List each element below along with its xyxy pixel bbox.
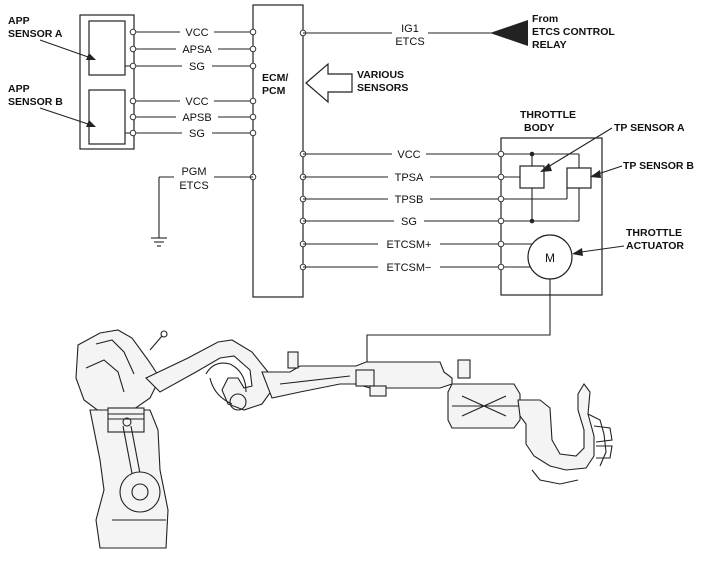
tp-sensor-a-element <box>519 165 545 189</box>
relay-label-line1: From <box>532 13 558 25</box>
motor-symbol: M <box>545 251 555 265</box>
engine-intake-illustration <box>75 329 613 549</box>
tp-sensor-a-arrowhead <box>540 163 552 172</box>
wire-label-tpsb: TPSB <box>395 194 424 206</box>
various-sensors-label-line1: VARIOUS <box>357 69 404 81</box>
ecm-pcm-box <box>252 4 304 298</box>
ecm-label-line1: ECM/ <box>262 72 288 84</box>
various-sensors-arrow <box>305 62 353 104</box>
relay-label-line2: ETCS CONTROL <box>532 26 615 38</box>
tp-sensor-internal-wiring <box>529 151 580 224</box>
throttle-wire-labels: VCC TPSA TPSB SG ETCSM+ ETCSM− <box>378 147 440 274</box>
throttle-actuator-label-line1: THROTTLE <box>626 227 682 239</box>
wire-label-vcc-b: VCC <box>185 96 208 108</box>
tp-sensor-a-leader <box>542 127 613 171</box>
relay-label-line3: RELAY <box>532 39 567 51</box>
tp-sensor-b-label: TP SENSOR B <box>623 160 694 172</box>
app-wire-labels: VCC APSA SG VCC APSB SG <box>176 25 218 140</box>
throttle-body-label-line2: BODY <box>524 122 554 134</box>
wire-label-sg-a: SG <box>189 61 205 73</box>
ecm-label-line2: PCM <box>262 85 286 97</box>
app-sensor-b-arrowhead <box>86 120 96 127</box>
relay-feed-arrowhead <box>490 20 528 46</box>
app-sensor-b-label-line2: SENSOR B <box>8 96 63 108</box>
app-sensor-a-leader <box>39 39 92 59</box>
app-sensor-b-label-line1: APP <box>8 83 30 95</box>
wire-label-apsb: APSB <box>182 112 211 124</box>
throttle-actuator-arrowhead <box>572 248 583 256</box>
wire-label-tb-sg: SG <box>401 216 417 228</box>
wire-label-etcsm-minus: ETCSM− <box>387 262 432 274</box>
throttle-to-engine-leader <box>366 279 551 372</box>
app-sensor-a-element <box>88 20 126 76</box>
app-sensor-b-leader <box>39 107 92 126</box>
wire-label-etcsm-plus: ETCSM+ <box>387 239 432 251</box>
app-sensor-module <box>79 14 135 150</box>
etcs-label: ETCS <box>395 36 424 48</box>
pgm-etcs-label: ETCS <box>179 180 208 192</box>
various-sensors-label-line2: SENSORS <box>357 82 408 94</box>
throttle-body-label-line1: THROTTLE <box>520 109 576 121</box>
tp-sensor-b-arrowhead <box>590 170 601 178</box>
tp-sensor-b-element <box>566 167 592 189</box>
wire-label-tb-vcc: VCC <box>397 149 420 161</box>
wire-label-vcc-a: VCC <box>185 27 208 39</box>
app-sensor-a-label-line1: APP <box>8 15 30 27</box>
wire-label-apsa: APSA <box>182 44 212 56</box>
throttle-actuator-label-line2: ACTUATOR <box>626 240 684 252</box>
wire-label-tpsa: TPSA <box>395 172 424 184</box>
pgm-label: PGM <box>181 166 206 178</box>
app-sensor-b-element <box>88 89 126 145</box>
app-sensor-a-label-line2: SENSOR A <box>8 28 63 40</box>
app-sensor-a-arrowhead <box>86 53 96 60</box>
tp-sensor-a-label: TP SENSOR A <box>614 122 685 134</box>
wire-label-sg-b: SG <box>189 128 205 140</box>
ig1-label: IG1 <box>401 23 419 35</box>
